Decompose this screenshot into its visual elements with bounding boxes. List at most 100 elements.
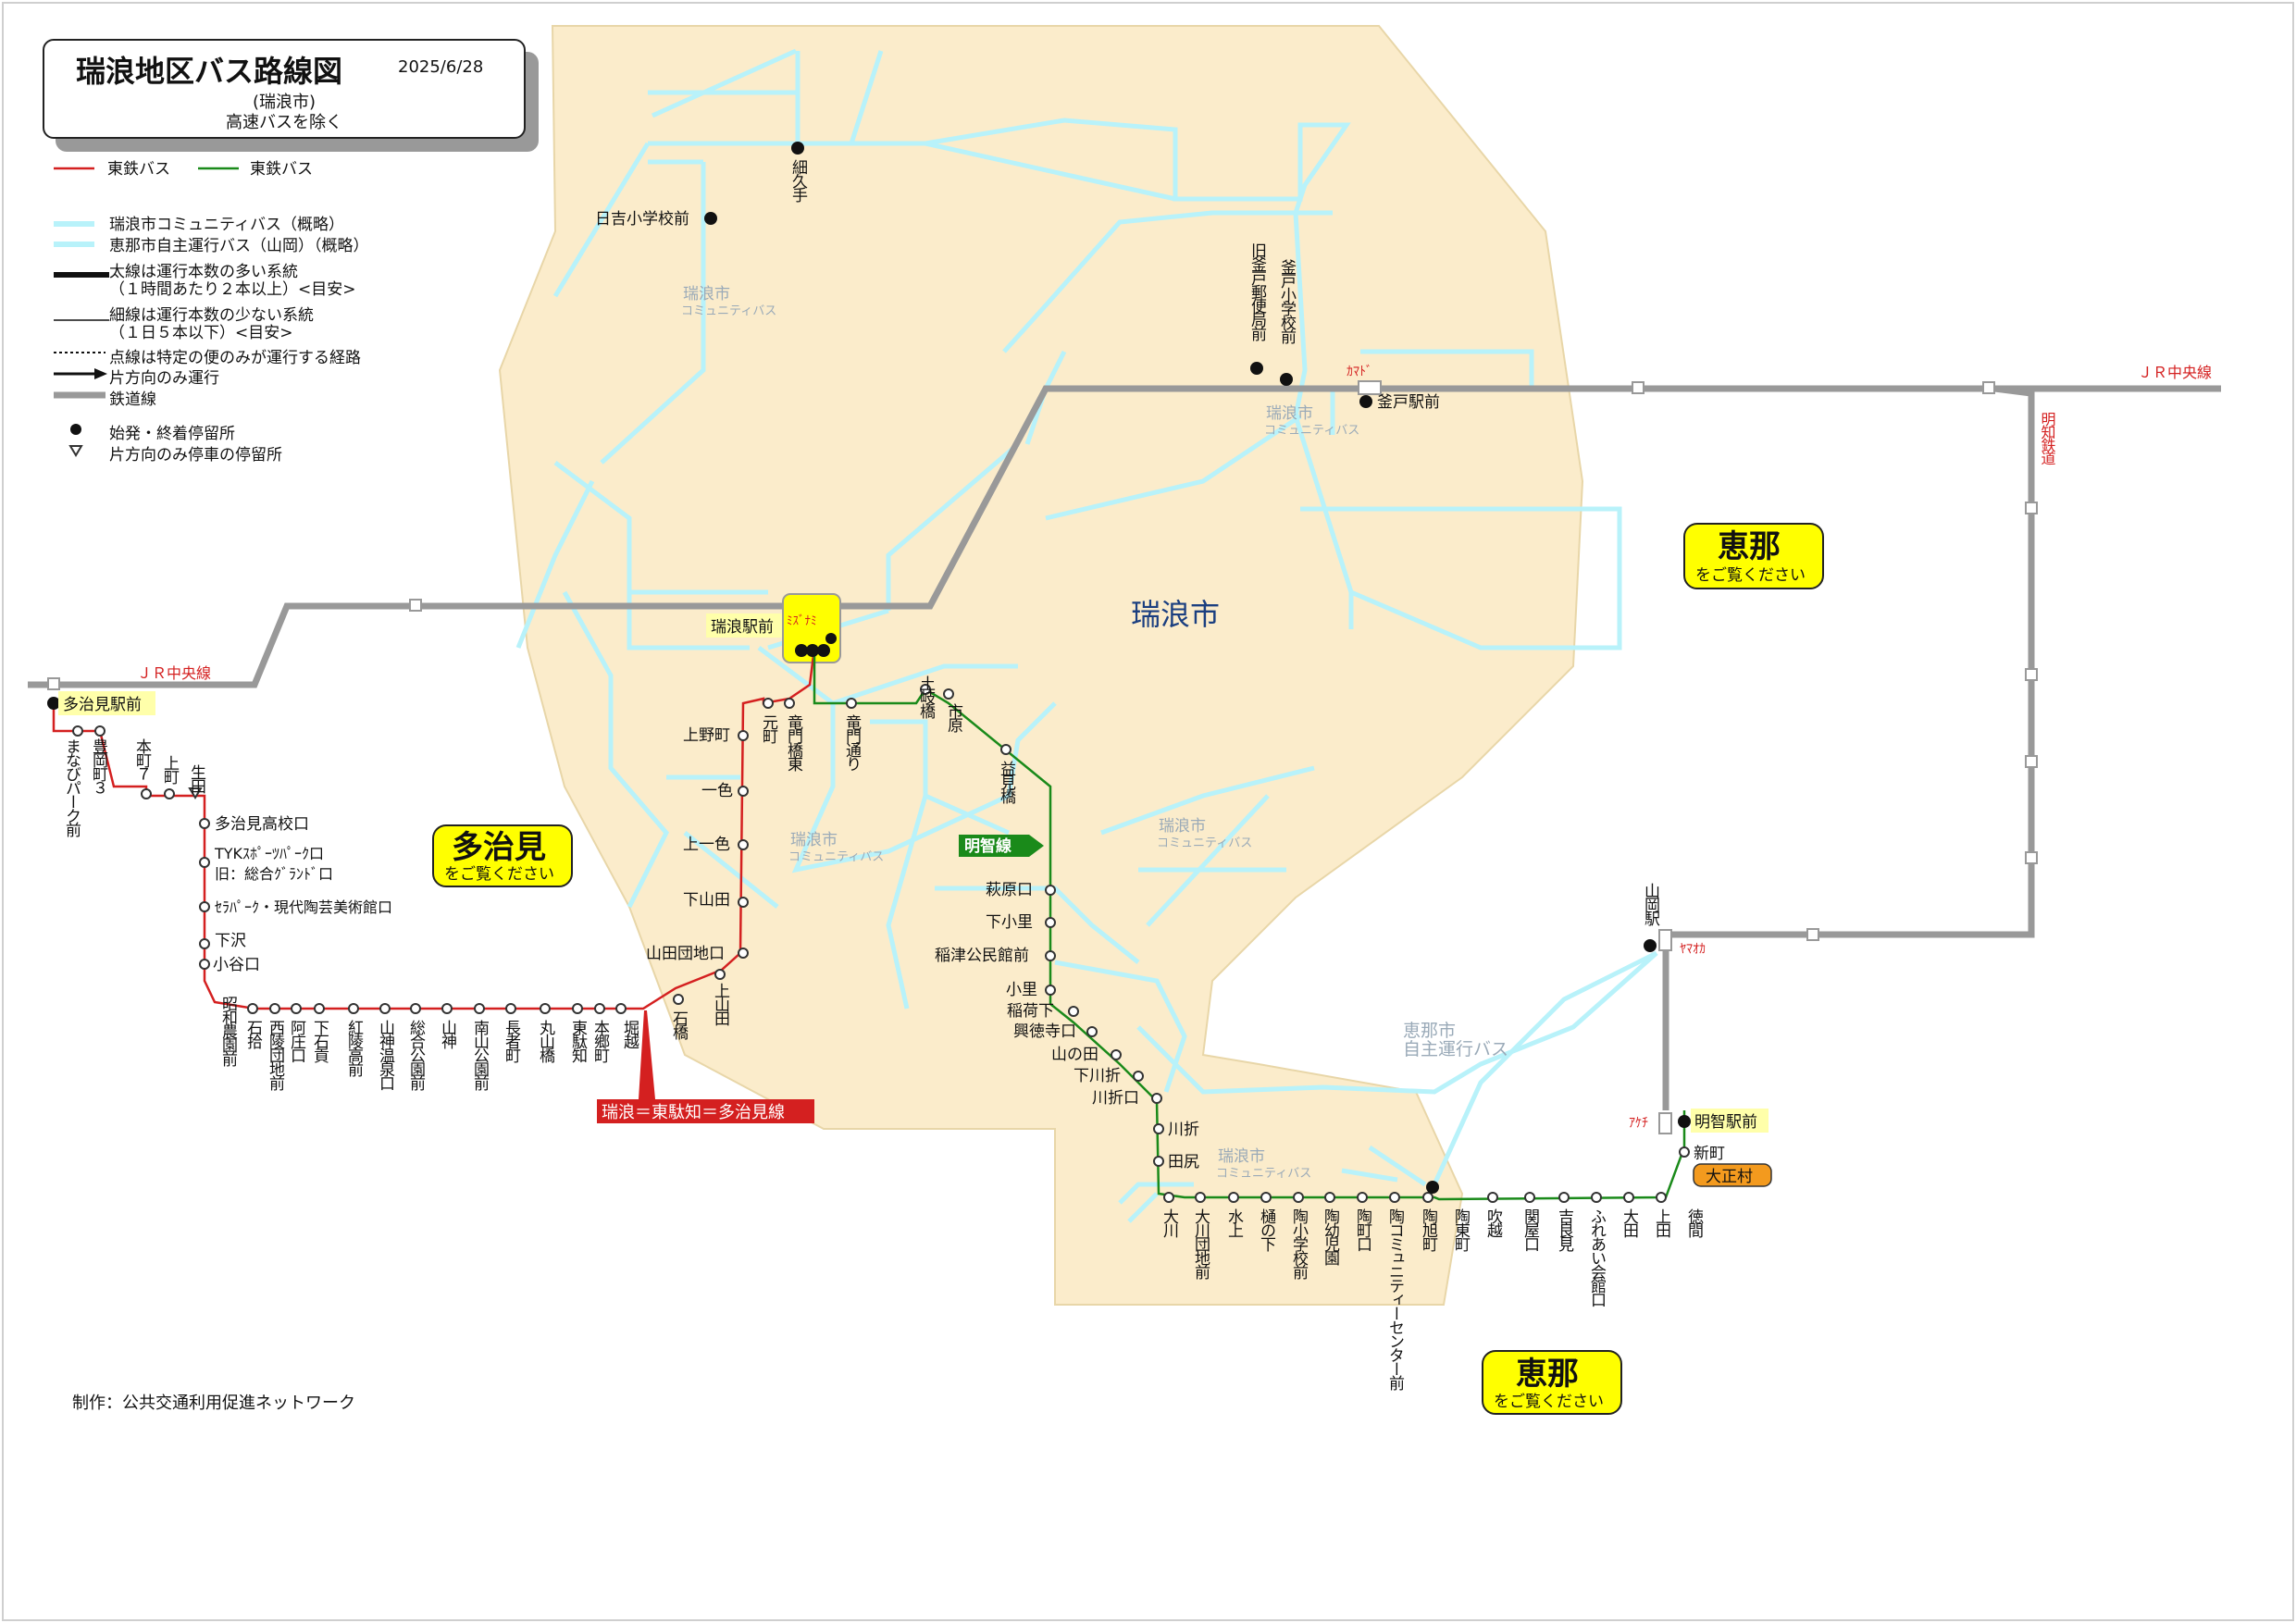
svg-text:コミュニティバス: コミュニティバス (788, 850, 884, 864)
svg-text:陶幼児園: 陶幼児園 (1321, 1208, 1340, 1266)
svg-text:樋の下: 樋の下 (1257, 1208, 1276, 1252)
legend-community: 瑞浪市コミュニティバス（概略） (109, 216, 344, 234)
svg-text:本町７: 本町７ (132, 738, 152, 780)
vertical-stop-labels: 細久手 旧釜戸郵便局前 釜戸小学校前 まなびパーク前 豊岡町３ 本町７ 上町 生… (62, 159, 1704, 1392)
svg-text:旧釜戸郵便局前: 旧釜戸郵便局前 (1247, 242, 1267, 342)
svg-text:稲荷下: 稲荷下 (1007, 1002, 1054, 1021)
svg-text:大川団地前: 大川団地前 (1191, 1208, 1210, 1281)
svg-text:恵那: 恵那 (1718, 528, 1781, 565)
svg-text:紅陵高前: 紅陵高前 (344, 1020, 364, 1078)
svg-text:山岡駅: 山岡駅 (1641, 883, 1660, 926)
svg-text:釜戸小学校前: 釜戸小学校前 (1277, 259, 1297, 345)
legend-terminal: 始発・終着停留所 (109, 425, 235, 443)
svg-text:下山田: 下山田 (683, 891, 730, 910)
svg-text:益見橋: 益見橋 (997, 761, 1016, 805)
svg-text:ｾﾗﾊﾟｰｸ・現代陶芸美術館口: ｾﾗﾊﾟｰｸ・現代陶芸美術館口 (215, 898, 392, 916)
svg-text:水上: 水上 (1224, 1208, 1244, 1237)
kamado-station-label: ｶﾏﾄﾞ (1347, 365, 1372, 379)
akechi-line-label: 明智線 (964, 836, 1011, 856)
svg-text:元町: 元町 (759, 714, 778, 744)
svg-text:石拾: 石拾 (243, 1020, 263, 1049)
svg-text:多治見高校口: 多治見高校口 (215, 815, 309, 834)
svg-text:自主運行バス: 自主運行バス (1403, 1039, 1508, 1059)
svg-text:コミュニティバス: コミュニティバス (681, 304, 776, 318)
svg-text:小谷口: 小谷口 (213, 956, 260, 974)
legend-green: 東鉄バス (250, 160, 313, 179)
stop-labels: 日吉小学校前 釜戸駅前 瑞浪駅前 多治見駅前 多治見高校口 TYKｽﾎﾟｰﾂﾊﾟ… (63, 210, 1757, 1171)
legend-rail: 鉄道線 (109, 390, 156, 409)
svg-text:上山田: 上山田 (711, 983, 730, 1026)
svg-text:陶小学校前: 陶小学校前 (1289, 1208, 1309, 1281)
svg-text:山の田: 山の田 (1051, 1046, 1098, 1064)
svg-text:下石貢: 下石貢 (310, 1020, 329, 1063)
svg-text:昭和農園前: 昭和農園前 (218, 996, 238, 1068)
svg-text:下川折: 下川折 (1074, 1067, 1121, 1085)
tajimi-callout: 多治見 をご覧ください (432, 824, 573, 887)
legend-thin-2: （１日５本以下）<目安> (109, 324, 293, 342)
terminal-markers (47, 142, 1691, 1194)
svg-text:川折口: 川折口 (1092, 1089, 1139, 1108)
svg-text:吹越: 吹越 (1483, 1208, 1503, 1238)
legend-oneway: 片方向のみ運行 (109, 369, 219, 388)
svg-text:瑞浪市: 瑞浪市 (1218, 1147, 1265, 1166)
svg-text:萩原口: 萩原口 (986, 881, 1033, 899)
oneway-stop-marker (188, 787, 203, 799)
svg-text:上田: 上田 (1652, 1208, 1671, 1238)
mizunami-station-label: ﾐｽﾞﾅﾐ (787, 614, 817, 628)
svg-text:本郷町: 本郷町 (590, 1020, 610, 1063)
legend-thick-1: 太線は運行本数の多い系統 (109, 263, 298, 281)
map-title: 瑞浪地区バス路線図 (76, 54, 343, 89)
svg-text:豊岡町３: 豊岡町３ (89, 738, 108, 794)
svg-text:市原: 市原 (944, 703, 963, 733)
svg-text:多治見駅前: 多治見駅前 (63, 696, 142, 714)
svg-text:竜門通り: 竜門通り (842, 714, 862, 772)
svg-text:山田団地口: 山田団地口 (646, 945, 725, 963)
svg-text:瑞浪市: 瑞浪市 (683, 285, 730, 304)
svg-text:釜戸駅前: 釜戸駅前 (1377, 393, 1440, 412)
svg-text:下沢: 下沢 (215, 932, 246, 950)
green-route-akechi (813, 648, 1686, 1201)
svg-text:吉良見: 吉良見 (1555, 1208, 1574, 1252)
svg-text:陶コミュニティーセンター前: 陶コミュニティーセンター前 (1385, 1208, 1405, 1392)
akechi-station-label: ｱｹﾁ (1629, 1116, 1648, 1131)
akechi-railway-label: 明知鉄道 (2039, 412, 2056, 465)
ena-callout-east: 恵那 をご覧ください (1683, 523, 1824, 589)
svg-text:山神: 山神 (438, 1020, 457, 1049)
svg-text:堀越: 堀越 (620, 1020, 639, 1049)
svg-text:大田: 大田 (1620, 1208, 1639, 1238)
svg-text:をご覧ください: をご覧ください (444, 865, 554, 884)
svg-text:新町: 新町 (1694, 1145, 1725, 1163)
yamaoka-station-label: ﾔﾏｵｶ (1680, 942, 1706, 957)
map-note: 高速バスを除く (226, 113, 342, 132)
svg-text:瑞浪市: 瑞浪市 (790, 831, 838, 849)
svg-text:をご覧ください: をご覧ください (1695, 566, 1806, 585)
svg-text:東駄知: 東駄知 (568, 1020, 588, 1063)
svg-text:コミュニティバス: コミュニティバス (1216, 1167, 1311, 1181)
chuo-line-label-west: ＪＲ中央線 (137, 664, 211, 682)
svg-text:石橋: 石橋 (669, 1010, 689, 1041)
legend-symbols (54, 167, 239, 457)
bus-stop-markers (72, 684, 1690, 1203)
map-date: 2025/6/28 (398, 57, 484, 77)
tajimi-line-label: 瑞浪＝東駄知＝多治見線 (602, 1103, 785, 1122)
svg-text:上町: 上町 (160, 755, 180, 785)
svg-text:旧：総合ｸﾞﾗﾝﾄﾞ口: 旧：総合ｸﾞﾗﾝﾄﾞ口 (215, 865, 333, 883)
legend-thin-1: 細線は運行本数の少ない系統 (109, 306, 314, 325)
credit: 制作：公共交通利用促進ネットワーク (72, 1394, 355, 1413)
svg-text:山神温泉口: 山神温泉口 (376, 1020, 395, 1091)
svg-text:田尻: 田尻 (1168, 1153, 1199, 1171)
svg-text:恵那市: 恵那市 (1403, 1021, 1456, 1041)
svg-text:恵那: 恵那 (1516, 1356, 1579, 1393)
svg-text:陶東町: 陶東町 (1451, 1208, 1471, 1252)
svg-text:南山公園前: 南山公園前 (470, 1020, 490, 1092)
svg-text:をご覧ください: をご覧ください (1494, 1393, 1604, 1411)
svg-text:上野町: 上野町 (683, 726, 730, 745)
mizunami-city-label: 瑞浪市 (1131, 597, 1220, 632)
svg-text:下小里: 下小里 (986, 913, 1033, 932)
svg-text:長者町: 長者町 (502, 1020, 521, 1063)
chuo-line-label-east: ＪＲ中央線 (2138, 364, 2212, 381)
svg-text:徳間: 徳間 (1684, 1208, 1704, 1239)
svg-text:コミュニティバス: コミュニティバス (1264, 424, 1359, 438)
